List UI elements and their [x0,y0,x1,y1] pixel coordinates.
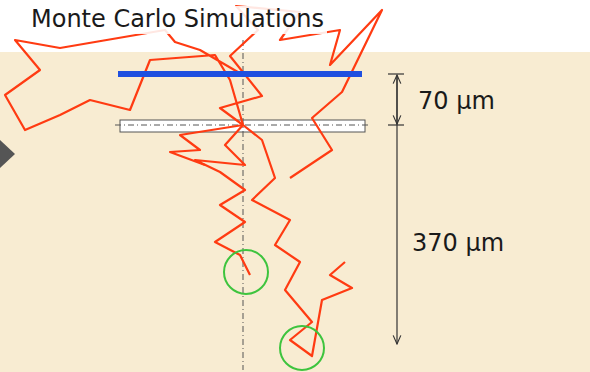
dimension-arrows [388,74,404,344]
dimension-label: 70 µm [418,88,495,116]
diagram-title: Monte Carlo Simulations [28,6,327,34]
incident-arrow [0,140,15,168]
detected-photon [224,250,268,294]
photon-paths [5,6,382,356]
detected-photon [280,326,324,370]
axis-line [243,40,244,370]
source-bar [118,71,362,77]
dimension-label: 370 µm [412,230,504,258]
